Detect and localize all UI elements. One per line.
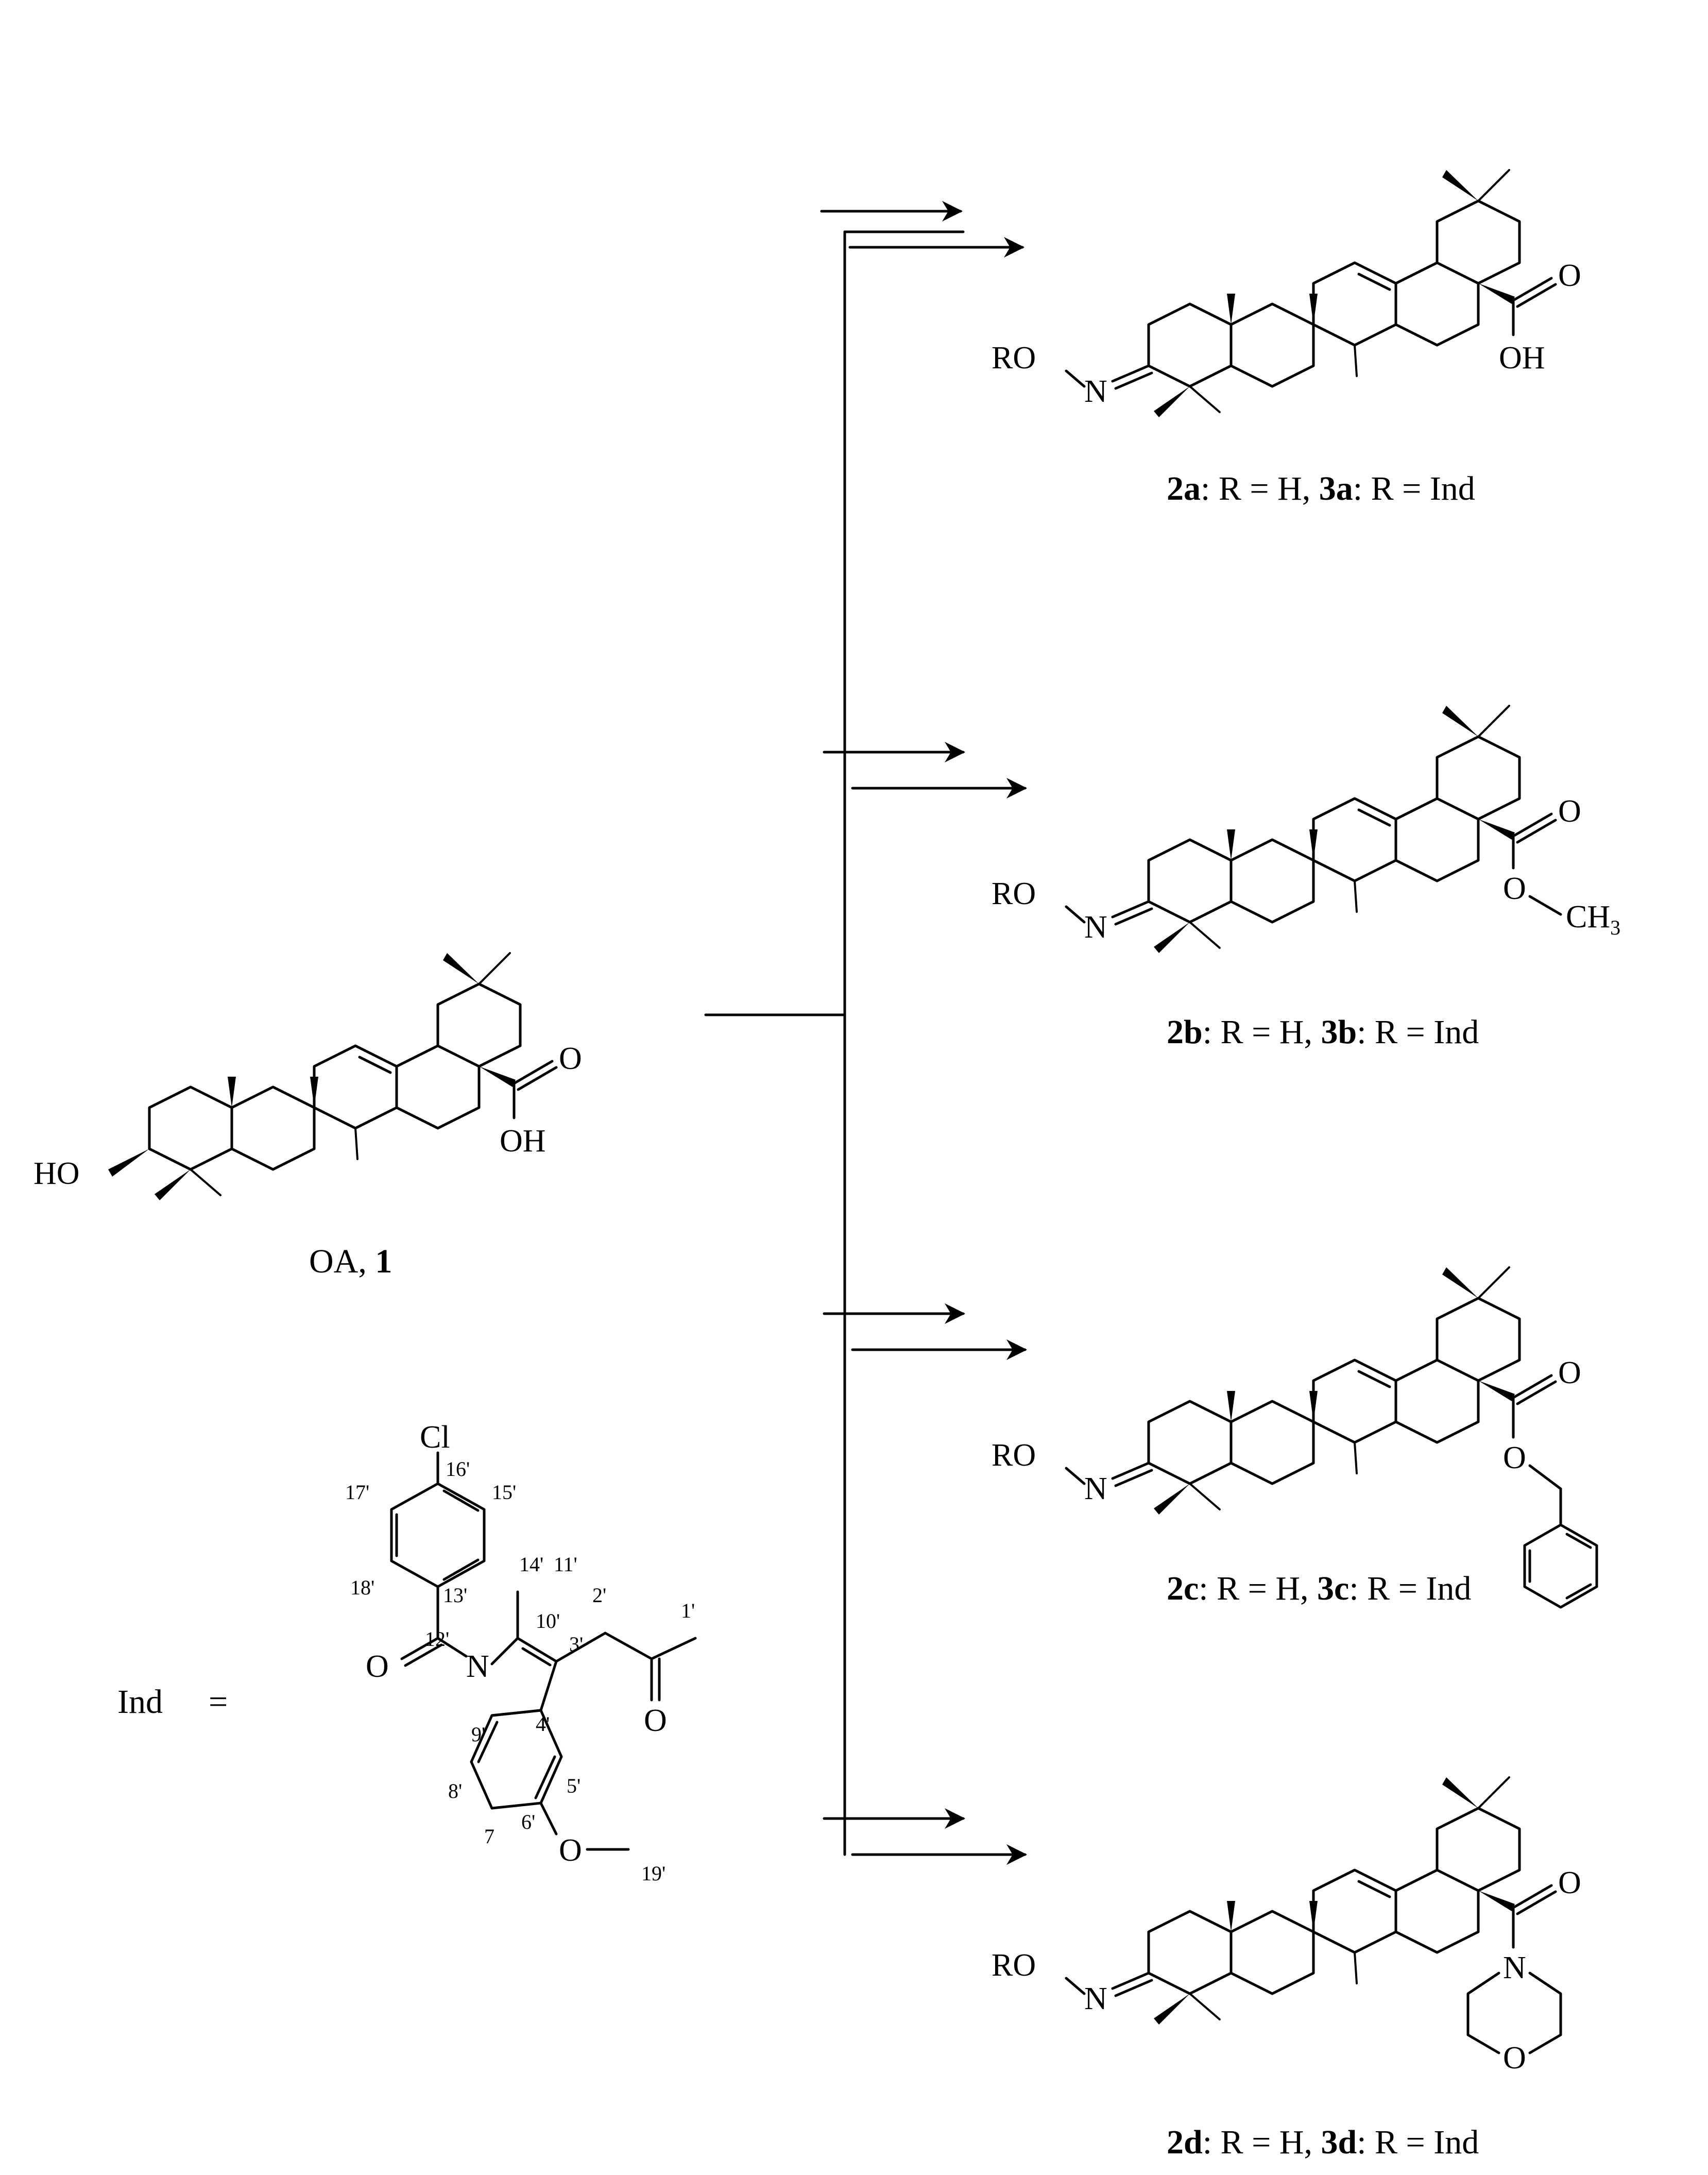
carbonyl-oxygen-label: O	[1558, 1865, 1581, 1900]
carbonyl-oxygen-label: O	[1558, 794, 1581, 829]
arrow-to-product-c	[824, 1314, 1025, 1350]
morpholine-ring	[1466, 1972, 1562, 2054]
ester-oxygen-label: O	[1503, 871, 1526, 906]
atom-number: 10'	[536, 1609, 560, 1633]
equals-sign: =	[209, 1683, 228, 1721]
acyl-oxygen-label: O	[644, 1703, 667, 1738]
oleanolic-acid-caption: OA, 1	[309, 1243, 392, 1280]
indomethacin-structure: Cl O N O O	[366, 1420, 697, 1868]
oxime-ro-label: RO	[992, 341, 1036, 376]
atom-number: 14'	[519, 1553, 543, 1576]
arrow-to-product-a	[822, 211, 1022, 247]
product-d-caption: 2d: R = H, 3d: R = Ind	[1167, 2123, 1479, 2161]
atom-number: 4'	[536, 1712, 550, 1736]
methyl-label: CH3	[1566, 899, 1620, 939]
oxime-n-label: N	[1084, 1981, 1107, 2016]
oleanolic-acid-structure: HO O OH	[33, 953, 582, 1200]
atom-number: 11'	[554, 1553, 577, 1576]
oxime-n-label: N	[1084, 910, 1107, 945]
atom-number: 15'	[492, 1481, 516, 1504]
ether-oxygen-label: O	[559, 1833, 582, 1868]
morpholine-oxygen-label: O	[1503, 2041, 1526, 2076]
product-a-structure: N RO O OH	[992, 170, 1581, 417]
amide-nitrogen-label: N	[1503, 1950, 1526, 1985]
arrow-to-product-b	[824, 752, 1025, 788]
ester-oxygen-label: O	[1503, 1440, 1526, 1475]
carbonyl-oxygen-label: O	[1558, 258, 1581, 293]
atom-number: 1'	[681, 1599, 695, 1622]
acid-hydroxyl-label: OH	[1499, 341, 1545, 376]
oxime-ro-label: RO	[992, 1948, 1036, 1983]
product-a-caption: 2a: R = H, 3a: R = Ind	[1167, 470, 1475, 507]
carbonyl-oxygen-label: O	[1558, 1355, 1581, 1390]
oxime-n-label: N	[1084, 374, 1107, 409]
carbonyl-oxygen-label: O	[559, 1041, 582, 1076]
product-b-structure: N RO O O CH3	[992, 706, 1620, 953]
atom-number: 7	[484, 1825, 494, 1848]
product-c-caption: 2c: R = H, 3c: R = Ind	[1167, 1570, 1471, 1607]
atom-number: 19'	[641, 1862, 665, 1885]
atom-number: 5'	[567, 1774, 580, 1797]
ind-label: Ind	[117, 1683, 163, 1721]
oxime-ro-label: RO	[992, 1438, 1036, 1473]
hydroxyl-label: HO	[33, 1156, 80, 1191]
oxime-n-label: N	[1084, 1471, 1107, 1506]
atom-number: 6'	[521, 1810, 535, 1833]
atom-number: 17'	[345, 1481, 369, 1504]
atom-number: 2'	[592, 1584, 606, 1607]
benzyl-ring	[1523, 1523, 1598, 1609]
acid-hydroxyl-label: OH	[500, 1124, 546, 1159]
atom-number: 16'	[446, 1457, 470, 1481]
reaction-branch-lines	[704, 230, 965, 1856]
atom-number: 18'	[350, 1576, 374, 1599]
amide-oxygen-label: O	[366, 1649, 389, 1684]
product-d-structure: N RO O N O	[992, 1777, 1581, 2076]
chlorine-label: Cl	[420, 1420, 450, 1455]
oxime-ro-label: RO	[992, 876, 1036, 911]
atom-number: 13'	[443, 1584, 467, 1607]
indole-nitrogen-label: N	[466, 1649, 489, 1684]
atom-number: 3'	[569, 1633, 583, 1656]
ind-atom-numbers: 1' 2' 3' 4' 5' 6' 7 8' 9' 10' 11' 12' 13…	[345, 1457, 695, 1885]
atom-number: 8'	[448, 1779, 462, 1803]
atom-number: 12'	[425, 1627, 449, 1651]
ind-definition: Ind = Cl O N	[117, 1420, 697, 1885]
product-b-caption: 2b: R = H, 3b: R = Ind	[1167, 1013, 1479, 1051]
arrow-to-product-d	[824, 1819, 1025, 1855]
atom-number: 9'	[471, 1723, 485, 1746]
product-c-structure: N RO O O	[992, 1267, 1598, 1609]
